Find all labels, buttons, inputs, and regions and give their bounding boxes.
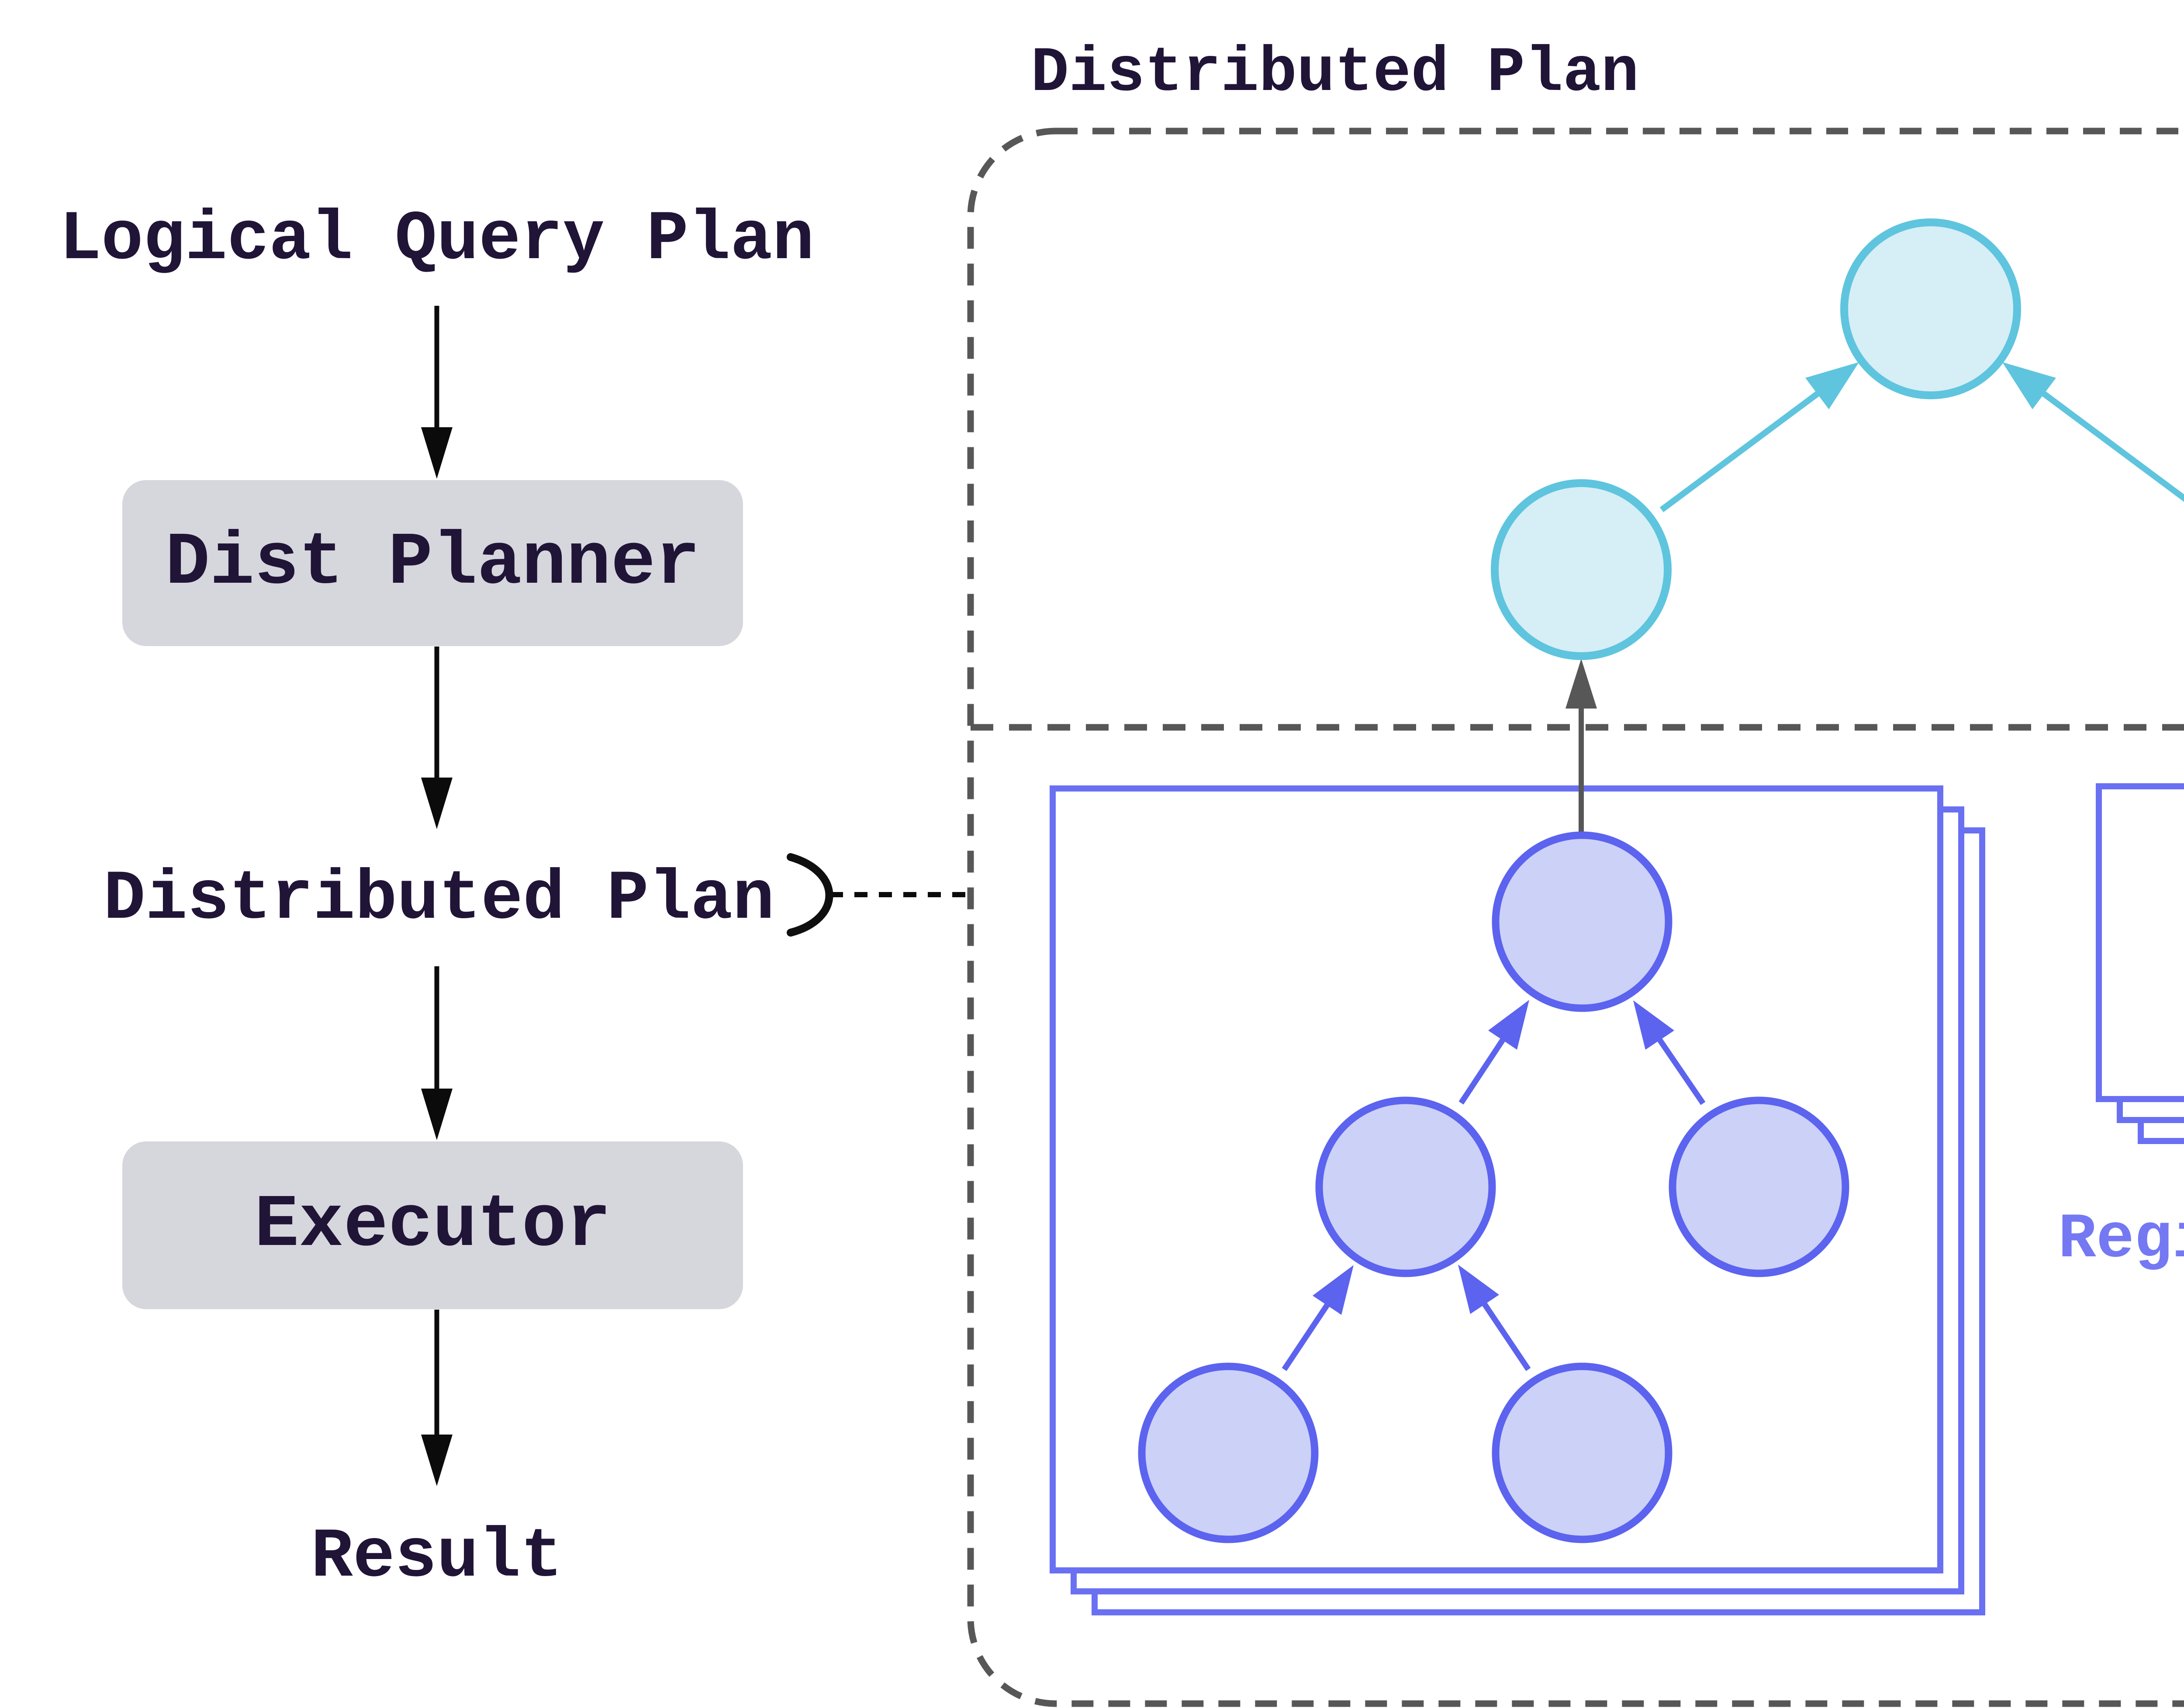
flow-arrow-executor-to-result (421, 1310, 453, 1486)
datanode-leaf-right-node (1492, 1362, 1673, 1543)
flow-arrow-planner-to-plan (421, 647, 453, 829)
region-box-front (2096, 783, 2184, 1102)
arrow-frontend-right-to-root (2002, 362, 2184, 502)
distributed-plan-panel-title: Distributed Plan (1031, 37, 1639, 109)
regions-label: Regions (2058, 1203, 2184, 1276)
datanode-leaf-left-node (1138, 1362, 1319, 1543)
frontend-left-node (1491, 479, 1672, 660)
region-stack-right (2096, 783, 2184, 1144)
arrow-mid-left-to-root (1458, 1000, 1529, 1105)
arrow-leaf-left-to-mid (1282, 1265, 1354, 1371)
result-label: Result (311, 1518, 563, 1597)
arrow-frontend-left-to-root (1659, 362, 1859, 512)
distributed-plan-panel-outline (967, 128, 2184, 1707)
dist-planner-box: Dist Planner (122, 480, 743, 646)
distributed-plan-label: Distributed Plan (103, 860, 775, 939)
flow-arrow-lqp-to-planner (421, 306, 453, 479)
logical-query-plan-label: Logical Query Plan (59, 201, 815, 280)
distributed-plan-brace (787, 853, 833, 937)
datanode-root-node (1492, 831, 1673, 1012)
arrow-mid-right-to-root (1633, 1000, 1706, 1105)
arrow-left-region-to-frontend (1565, 659, 1597, 835)
datanode-mid-right-node (1669, 1096, 1849, 1277)
flow-arrow-plan-to-executor (421, 966, 453, 1140)
frontend-root-node (1840, 218, 2021, 399)
executor-box: Executor (122, 1141, 743, 1309)
dist-planner-label: Dist Planner (165, 521, 700, 605)
arrow-leaf-right-to-mid (1458, 1265, 1531, 1371)
datanode-mid-left-node (1315, 1096, 1496, 1277)
executor-label: Executor (254, 1183, 611, 1268)
